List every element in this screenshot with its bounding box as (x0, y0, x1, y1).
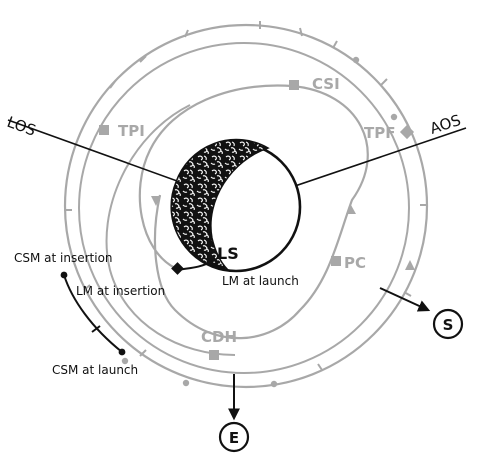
launch-site-dot (206, 258, 214, 266)
moon-dark-side (170, 138, 270, 271)
cdh-marker (209, 350, 219, 360)
earth-label: E (229, 429, 239, 447)
lm-trajectory-outer (105, 104, 236, 356)
csm-at-launch-label: CSM at launch (52, 363, 138, 377)
los-label: LOS (5, 113, 39, 140)
csm-orbit-dots (121, 56, 398, 388)
csm-at-insertion-label: CSM at insertion (14, 251, 113, 265)
tpf-marker (399, 124, 415, 140)
sun-label: S (443, 316, 454, 334)
lm-trajectory (138, 84, 369, 340)
csm-at-launch-dot (118, 348, 126, 356)
cdh-label: CDH (201, 328, 237, 346)
event-markers (99, 80, 415, 360)
sun-arrow (379, 287, 431, 312)
lm-at-insertion-label: LM at insertion (76, 284, 165, 298)
tpi-marker (99, 125, 109, 135)
intermediate-orbit (78, 42, 410, 374)
csi-marker (289, 80, 299, 90)
aos-label: AOS (428, 111, 463, 138)
tpf-label: TPF (364, 124, 395, 142)
csm-arc-tick (91, 325, 101, 333)
pc-label: PC (344, 254, 366, 272)
earth-circle (218, 421, 250, 453)
ls-label: LS (217, 244, 239, 263)
csm-at-insertion-dot (60, 271, 68, 279)
trajectory-arrows (151, 196, 415, 270)
csi-label: CSI (312, 75, 340, 93)
tpi-label: TPI (118, 122, 145, 140)
csm-position-arc (63, 274, 123, 353)
lm-insertion-point (171, 262, 184, 275)
lm-at-launch-label: LM at launch (222, 274, 299, 288)
csm-orbit-ticks (64, 21, 428, 371)
pc-marker (331, 256, 341, 266)
sun-circle (432, 308, 464, 340)
